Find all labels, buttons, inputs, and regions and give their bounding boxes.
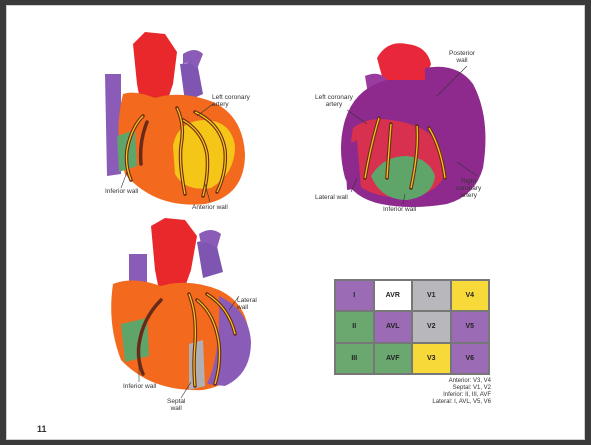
label-septal-wall: Septal wall <box>167 398 185 412</box>
label-line: Posterior <box>449 50 475 57</box>
label-line: Left coronary <box>315 94 353 101</box>
legend-line: Inferior: II, III, AVF <box>402 392 491 399</box>
lead-cell: AVR <box>374 280 413 311</box>
legend-line: Septal: V1, V2 <box>402 385 491 392</box>
label-inferior-wall-3: Inferior wall <box>123 383 156 390</box>
lead-cell: V2 <box>412 311 451 342</box>
label-line: artery <box>456 192 481 199</box>
lead-cell: V3 <box>412 343 451 374</box>
lead-cell: AVL <box>374 311 413 342</box>
label-lateral-wall-2: Lateral wall <box>315 194 348 201</box>
lead-cell: V6 <box>451 343 490 374</box>
legend-line: Anterior: V3, V4 <box>402 378 491 385</box>
label-line: Lateral <box>237 297 257 304</box>
label-line: Right <box>456 178 481 185</box>
label-line: artery <box>315 101 353 108</box>
ecg-lead-grid: I AVR V1 V4 II AVL V2 V5 III AVF V3 V6 <box>334 279 490 375</box>
slide: Left coronary artery Inferior wall Anter… <box>6 5 585 440</box>
label-right-coronary-artery: Right coronary artery <box>456 178 481 199</box>
label-lateral-wall-3: Lateral wall <box>237 297 257 311</box>
label-inferior-wall-1: Inferior wall <box>105 188 138 195</box>
lead-cell: V1 <box>412 280 451 311</box>
label-left-coronary-artery-1: Left coronary artery <box>212 94 250 108</box>
label-line: artery <box>212 101 250 108</box>
label-line: Septal <box>167 398 185 405</box>
lead-cell: I <box>335 280 374 311</box>
label-line: wall <box>237 304 257 311</box>
label-anterior-wall: Anterior wall <box>192 204 228 211</box>
label-line: coronary <box>456 185 481 192</box>
label-posterior-wall: Posterior wall <box>449 50 475 64</box>
label-line: wall <box>167 405 185 412</box>
lead-cell: AVF <box>374 343 413 374</box>
lead-legend: Anterior: V3, V4 Septal: V1, V2 Inferior… <box>402 378 491 406</box>
lead-cell: II <box>335 311 374 342</box>
label-line: wall <box>449 57 475 64</box>
lead-cell: V4 <box>451 280 490 311</box>
label-inferior-wall-2: Inferior wall <box>383 206 416 213</box>
label-line: Left coronary <box>212 94 250 101</box>
lead-cell: III <box>335 343 374 374</box>
legend-line: Lateral: I, AVL, V5, V6 <box>402 399 491 406</box>
lead-cell: V5 <box>451 311 490 342</box>
slide-number: 11 <box>37 424 47 434</box>
heart-diagram-anterior <box>85 24 275 214</box>
label-left-coronary-artery-2: Left coronary artery <box>315 94 353 108</box>
